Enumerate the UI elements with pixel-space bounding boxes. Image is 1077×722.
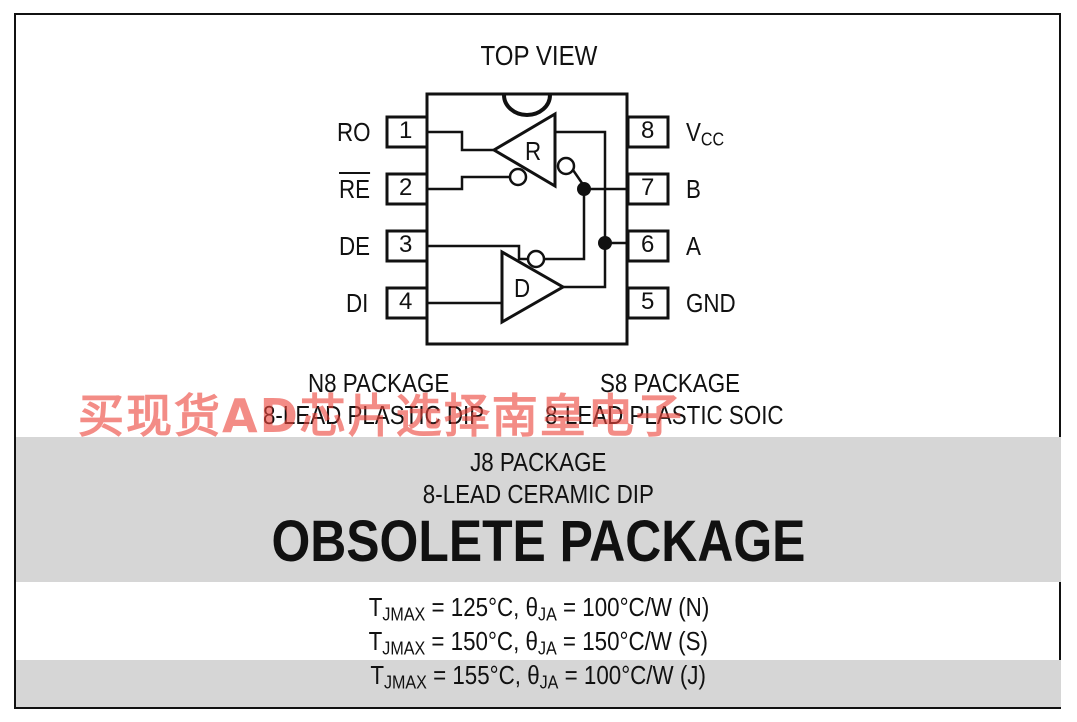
pin-name-b: B: [686, 174, 701, 204]
driver-triangle: [500, 249, 567, 325]
pin-name-re: RE: [339, 174, 371, 204]
pin-number-1: 1: [399, 117, 413, 144]
pin-name-ro: RO: [337, 117, 371, 147]
pin-number-8: 8: [641, 117, 655, 144]
thermal-line-s: TJMAX = 150°C, θJA = 150°C/W (S): [368, 626, 709, 659]
thermal-band-j: [16, 660, 1061, 707]
n8-package-desc: 8-LEAD PLASTIC DIP: [263, 400, 485, 430]
s8-package-desc: 8-LEAD PLASTIC SOIC: [545, 400, 784, 430]
thermal-line-n: TJMAX = 125°C, θJA = 100°C/W (N): [368, 592, 709, 625]
pin-number-4: 4: [399, 288, 413, 315]
pin-number-2: 2: [399, 174, 413, 201]
ic-body: [425, 92, 629, 346]
pin-name-di: DI: [346, 288, 369, 318]
re-bubble: [508, 167, 528, 187]
diagram-frame: [14, 13, 1061, 709]
pin-box-8: [626, 115, 670, 149]
de-bubble: [526, 249, 546, 269]
thermal-line-j: TJMAX = 155°C, θJA = 100°C/W (J): [370, 660, 707, 693]
pin-number-5: 5: [641, 288, 655, 315]
pin-box-6: [626, 229, 670, 263]
orientation-notch: [502, 94, 552, 117]
watermark: 买现货AD芯片选择南皇电子: [78, 389, 684, 443]
n8-package-title: N8 PACKAGE: [308, 368, 450, 398]
pin-number-7: 7: [641, 174, 655, 201]
receiver-inv-bubble: [556, 156, 576, 176]
obsolete-package-label: OBSOLETE PACKAGE: [271, 509, 806, 574]
top-view-title: TOP VIEW: [480, 40, 597, 71]
pin-box-5: [626, 286, 670, 320]
pin-name-de: DE: [339, 231, 371, 261]
receiver-triangle: [491, 111, 557, 189]
pin-name-vcc: VCC: [686, 117, 725, 150]
driver-label: D: [514, 273, 531, 303]
receiver-label: R: [525, 136, 542, 166]
pin-name-gnd: GND: [686, 288, 736, 318]
junction-b: [577, 182, 591, 196]
s8-package-title: S8 PACKAGE: [600, 368, 741, 398]
j8-package-desc: 8-LEAD CERAMIC DIP: [422, 479, 655, 509]
junction-a: [598, 236, 612, 250]
j8-package-title: J8 PACKAGE: [470, 447, 607, 477]
pin-name-a: A: [686, 231, 701, 261]
obsolete-band: [16, 437, 1061, 582]
pin-number-3: 3: [399, 231, 413, 258]
pin-number-6: 6: [641, 231, 655, 258]
